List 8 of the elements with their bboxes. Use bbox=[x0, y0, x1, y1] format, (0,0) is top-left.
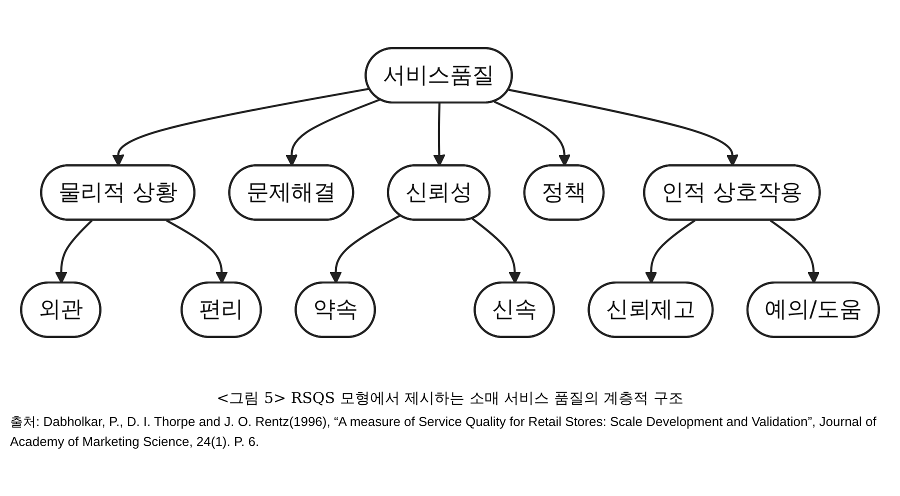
arrow bbox=[770, 220, 820, 284]
arrow bbox=[330, 214, 401, 284]
source-note: 출처: Dabholkar, P., D. I. Thorpe and J. O. Rentz(1996), “A measure of Service Quality for Retail Stores: Scale Development and Validation”, Journal of Academy of Marketing Science, 24(1). P. 6. bbox=[10, 413, 878, 451]
arrow bbox=[645, 220, 696, 284]
arrow bbox=[55, 220, 93, 284]
arrow bbox=[166, 220, 228, 284]
arrow bbox=[472, 218, 521, 284]
figure-caption: <그림 5> RSQS 모형에서 제시하는 소매 서비스 품질의 계층적 구조 bbox=[216, 389, 684, 408]
